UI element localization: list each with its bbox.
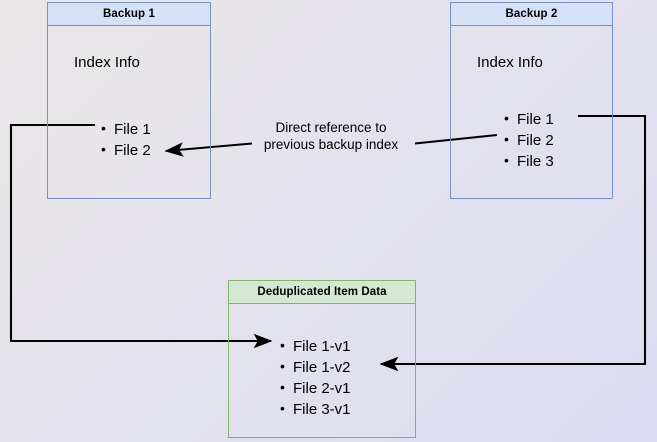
node-backup2-file-list: File 1 File 2 File 3 — [499, 108, 554, 172]
list-item: File 3-v1 — [280, 398, 350, 420]
list-item: File 1-v2 — [280, 356, 350, 378]
edge-label-direct-reference: Direct reference to previous backup inde… — [252, 119, 410, 153]
node-dedup-body: File 1-v1 File 1-v2 File 2-v1 File 3-v1 — [229, 304, 415, 437]
list-item: File 2 — [101, 139, 151, 161]
edge-backup2-to-backup1-head — [164, 142, 253, 157]
node-backup2-body: Index Info File 1 File 2 File 3 — [451, 26, 612, 198]
list-item: File 1-v1 — [280, 335, 350, 357]
node-backup1[interactable]: Backup 1 Index Info File 1 File 2 — [47, 2, 211, 199]
list-item: File 3 — [504, 150, 554, 172]
edge-label-line1: Direct reference to — [275, 120, 387, 135]
node-backup2-header: Backup 2 — [451, 3, 612, 26]
list-item: File 2-v1 — [280, 377, 350, 399]
node-backup1-subtitle: Index Info — [74, 54, 140, 71]
list-item: File 1 — [101, 118, 151, 140]
node-backup1-header: Backup 1 — [48, 3, 210, 26]
list-item: File 2 — [504, 129, 554, 151]
node-backup2[interactable]: Backup 2 Index Info File 1 File 2 File 3 — [450, 2, 613, 199]
node-dedup-title: Deduplicated Item Data — [257, 286, 387, 298]
node-backup2-title: Backup 2 — [505, 8, 558, 20]
node-backup1-body: Index Info File 1 File 2 — [48, 26, 210, 198]
node-backup1-file-list: File 1 File 2 — [96, 118, 151, 161]
node-backup2-subtitle: Index Info — [477, 54, 543, 71]
node-deduplicated-item-data[interactable]: Deduplicated Item Data File 1-v1 File 1-… — [228, 280, 416, 438]
node-dedup-file-list: File 1-v1 File 1-v2 File 2-v1 File 3-v1 — [275, 335, 350, 420]
edge-backup1-to-dedup — [9, 123, 273, 349]
node-backup1-title: Backup 1 — [103, 8, 155, 20]
node-dedup-header: Deduplicated Item Data — [229, 281, 415, 304]
edge-backup2-to-dedup — [379, 114, 647, 372]
edge-backup2-to-backup1 — [414, 133, 498, 145]
list-item: File 1 — [504, 108, 554, 130]
edge-label-line2: previous backup index — [263, 137, 399, 152]
